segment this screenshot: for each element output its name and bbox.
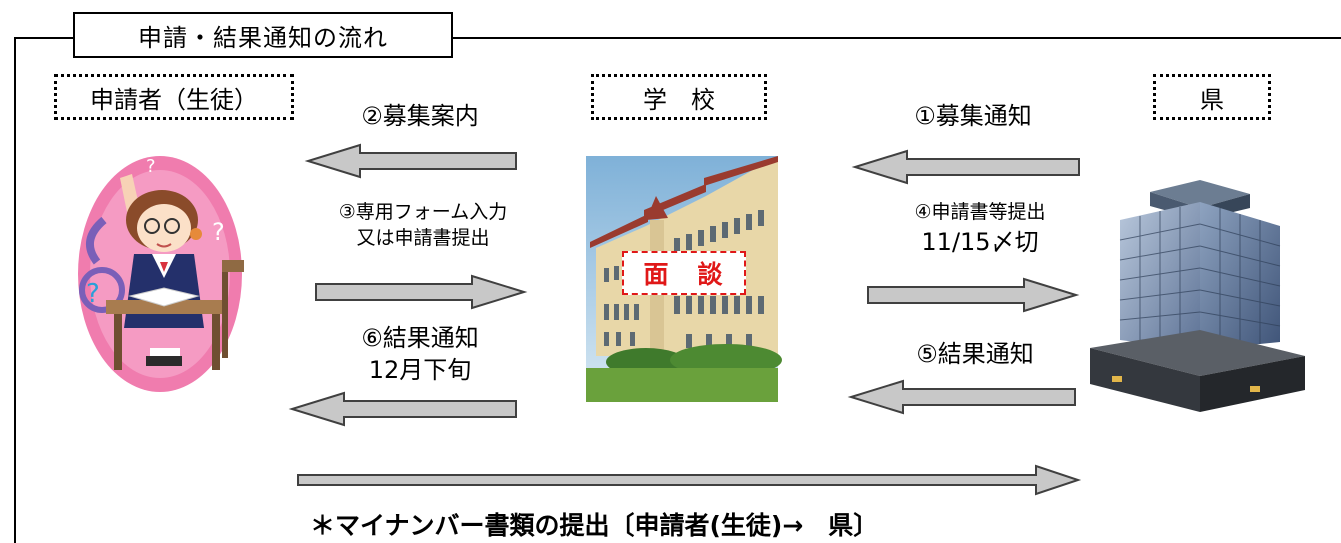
student-illustration-icon: ? ? ? xyxy=(78,156,244,392)
step-4-line-1: ④申請書等提出 xyxy=(914,201,1046,223)
step-4-line-2: 11/15〆切 xyxy=(921,227,1039,256)
svg-text:?: ? xyxy=(86,279,100,309)
step-6-line-2: 12月下旬 xyxy=(368,356,472,385)
office-building-illustration-icon xyxy=(1090,180,1305,412)
diagram-title: 申請・結果通知の流れ xyxy=(73,12,453,58)
interview-label: 面 談 xyxy=(622,251,746,295)
arrow-applicant-to-school xyxy=(315,274,528,310)
step-3-line-2: 又は申請書提出 xyxy=(356,226,490,249)
arrow-applicant-to-prefecture xyxy=(297,464,1082,496)
svg-text:?: ? xyxy=(212,218,225,246)
actor-school-label: 学 校 xyxy=(591,74,767,120)
step-6-line-1: ⑥結果通知 xyxy=(361,324,479,352)
svg-text:?: ? xyxy=(146,156,156,177)
frame-left-border xyxy=(14,37,16,543)
step-1-label: ①募集通知 xyxy=(914,102,1032,130)
frame-top-border xyxy=(14,37,1341,39)
actor-applicant-label: 申請者（生徒） xyxy=(54,74,294,120)
step-3-text: ③専用フォーム入力 又は申請書提出 xyxy=(318,200,528,251)
step-2-label: ②募集案内 xyxy=(361,102,479,130)
step-4-text: ④申請書等提出 11/15〆切 xyxy=(880,200,1080,258)
step-5-label: ⑤結果通知 xyxy=(916,340,1034,368)
arrow-school-to-applicant-2 xyxy=(288,391,517,427)
my-number-note: ＊マイナンバー書類の提出〔申請者(生徒)→ 県〕 xyxy=(310,511,879,540)
step-3-line-1: ③専用フォーム入力 xyxy=(338,201,508,223)
arrow-school-to-prefecture xyxy=(867,277,1080,313)
arrow-prefecture-to-school-1 xyxy=(851,149,1080,185)
arrow-prefecture-to-school-2 xyxy=(847,379,1076,415)
actor-prefecture-label: 県 xyxy=(1153,74,1271,120)
step-6-text: ⑥結果通知 12月下旬 xyxy=(325,322,515,387)
arrow-school-to-applicant-1 xyxy=(304,143,517,179)
